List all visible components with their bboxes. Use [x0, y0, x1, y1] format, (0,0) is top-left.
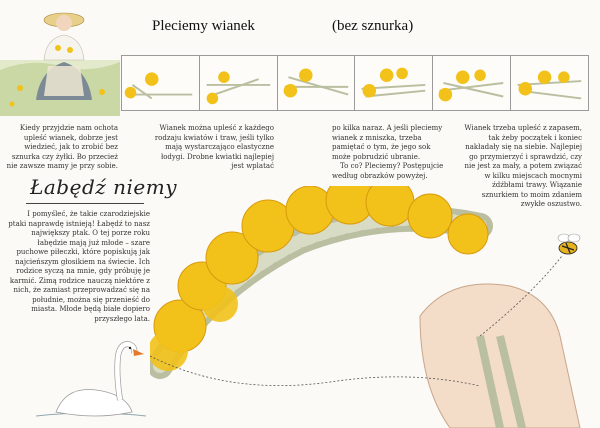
text-column-1: Kiedy przyjdzie nam ochota upleść wianek… [6, 124, 118, 172]
step-panel [510, 55, 589, 111]
paragraph: Kiedy przyjdzie nam ochota upleść wianek… [6, 124, 118, 170]
paragraph: Wianek można upleść z każdego rodzaju kw… [154, 124, 274, 170]
text-column-3: po kilka naraz. A jeśli pleciemy wianek … [332, 124, 444, 181]
swan-heading: Łabędź niemy [30, 175, 178, 199]
paragraph: po kilka naraz. A jeśli pleciemy wianek … [332, 124, 443, 161]
wreath-illustration [150, 186, 581, 428]
paragraph: I pomyśleć, że takie czarodziejskie ptak… [8, 210, 150, 323]
paragraph: Wianek trzeba upleść z zapasem, tak żeby… [464, 124, 582, 208]
step-panel [354, 55, 433, 111]
step-panel [432, 55, 511, 111]
braiding-steps [121, 55, 589, 111]
swan-text: I pomyśleć, że takie czarodziejskie ptak… [8, 210, 150, 324]
step-panel [121, 55, 199, 111]
paragraph: To co? Pleciemy? Postępujcie według obra… [332, 162, 444, 180]
text-column-4: Wianek trzeba upleść z zapasem, tak żeby… [458, 124, 582, 210]
page-subtitle: (bez sznurka) [332, 18, 414, 34]
divider [26, 203, 144, 204]
swan-illustration [36, 340, 146, 417]
step-panel [276, 55, 355, 111]
text-column-2: Wianek można upleść z każdego rodzaju kw… [152, 124, 274, 172]
page-title: Pleciemy wianek [152, 18, 255, 34]
girl-illustration [0, 12, 120, 116]
step-panel [198, 55, 277, 111]
